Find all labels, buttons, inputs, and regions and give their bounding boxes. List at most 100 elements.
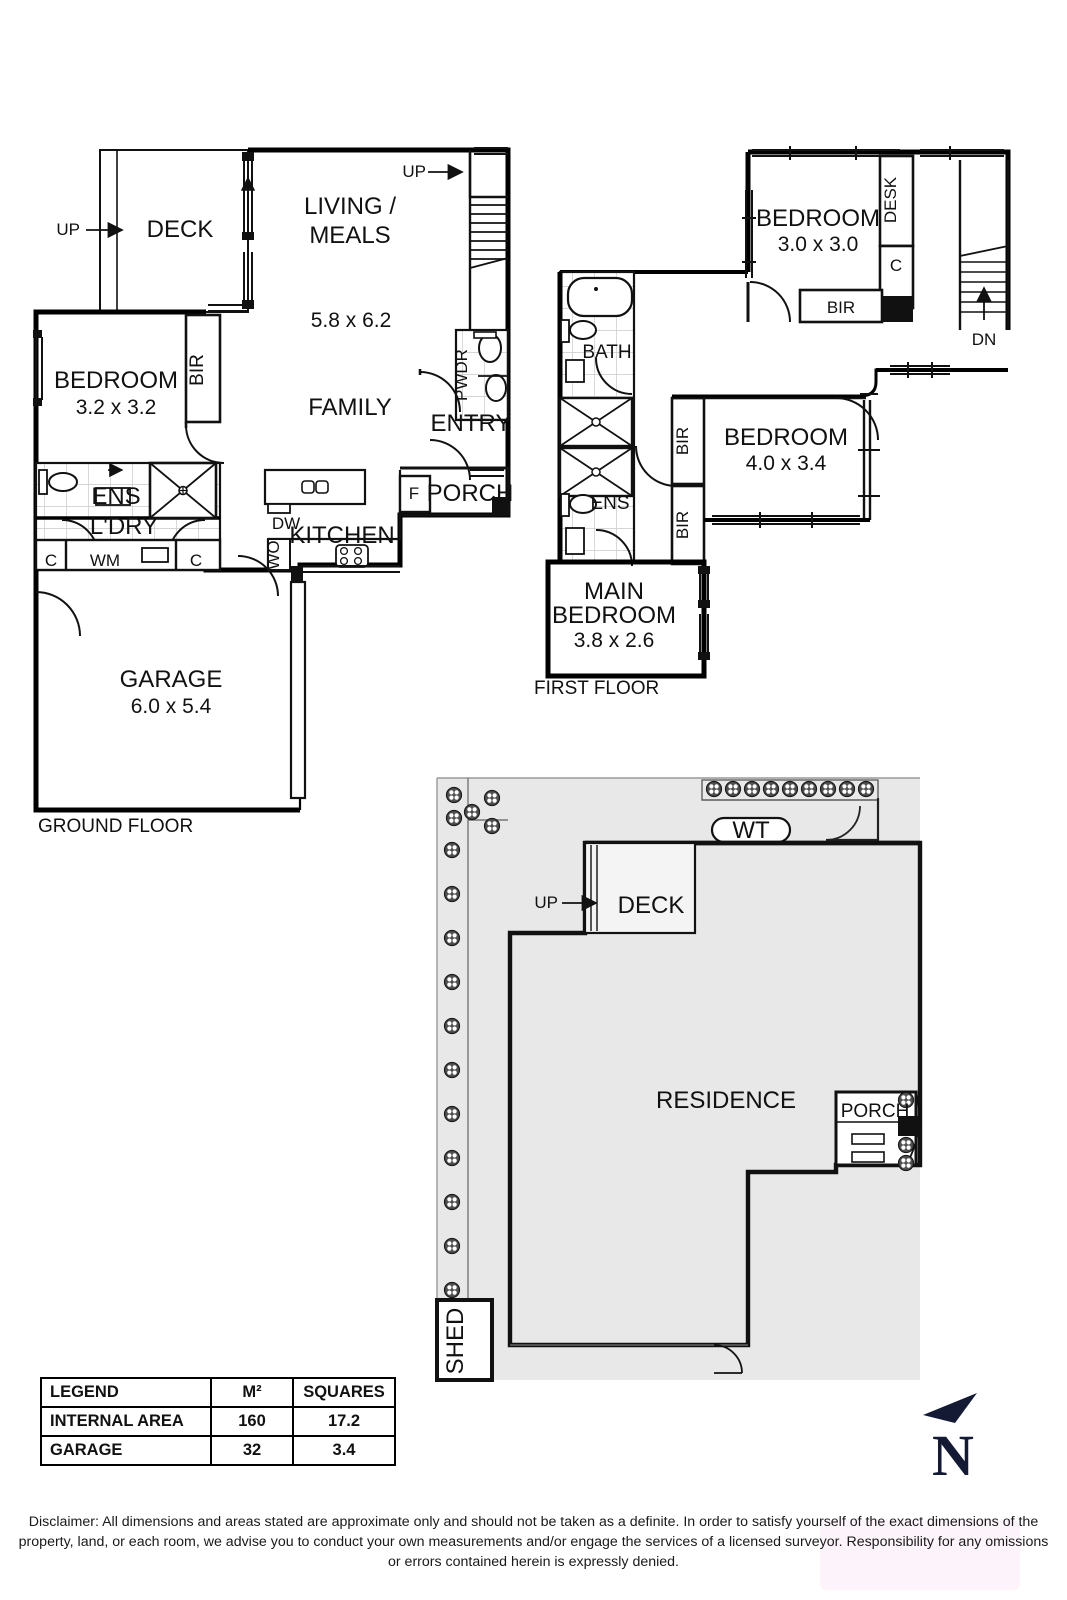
room-dim-main: 3.8 x 2.6 <box>574 629 655 652</box>
bir-label-bed4-lower: BIR <box>673 511 692 539</box>
site-label-up: UP <box>534 893 558 912</box>
legend-row-squares-1: 3.4 <box>292 1435 396 1466</box>
site-deck <box>583 841 697 935</box>
room-label-deck: DECK <box>147 216 214 243</box>
legend-header-label: LEGEND <box>40 1377 212 1408</box>
room-label-entry: ENTRY <box>431 410 512 437</box>
garage <box>33 566 307 813</box>
site-porch <box>834 1090 921 1172</box>
cupboard-label-left: C <box>45 551 57 570</box>
first-floor-plan: BEDROOM 3.0 x 3.0 BEDROOM 4.0 x 3.4 MAIN… <box>534 146 1011 699</box>
stairs-first-down <box>958 160 1010 330</box>
room-dim-bedroom-3x3: 3.0 x 3.0 <box>778 233 859 256</box>
toilet-bath <box>569 320 597 340</box>
legend-row-m2-0: 160 <box>210 1406 294 1437</box>
powder-room: PWDR <box>452 328 510 422</box>
washing-machine-label: WM <box>90 551 120 570</box>
shower-first-lower <box>558 446 634 498</box>
site-label-porch: PORCH <box>841 1101 910 1122</box>
bir-bed4-lower <box>670 484 706 566</box>
room-label-bedroom-ground: BEDROOM <box>54 367 178 394</box>
table-row: INTERNAL AREA 160 17.2 <box>40 1406 396 1437</box>
vanity-bath <box>565 359 585 383</box>
ground-floor-title: GROUND FLOOR <box>38 816 193 837</box>
legend-header-row: LEGEND M² SQUARES <box>40 1377 396 1408</box>
room-label-main: MAIN <box>584 578 644 605</box>
room-label-ldry: L'DRY <box>90 513 158 540</box>
pwdr-label: PWDR <box>452 349 471 401</box>
bir-label: BIR <box>187 354 208 386</box>
room-dim-bedroom-4x34: 4.0 x 3.4 <box>746 452 827 475</box>
watermark <box>820 1520 1020 1590</box>
vanity-ground-ens <box>95 487 131 506</box>
room-label-bedroom-3x3: BEDROOM <box>756 205 880 232</box>
bir-bed4-upper <box>670 396 706 486</box>
desk-label: DESK <box>881 176 900 223</box>
bir-bed3 <box>798 288 884 324</box>
room-label-meals: MEALS <box>309 222 390 249</box>
garage-door <box>289 580 307 800</box>
fridge-label: F <box>409 484 419 503</box>
wall-oven-unit <box>267 538 291 571</box>
legend-header-m2: M² <box>210 1377 294 1408</box>
laundry-units <box>34 538 222 572</box>
legend-row-squares-0: 17.2 <box>292 1406 396 1437</box>
basin-pwdr <box>485 374 507 402</box>
stairs-ground-up: UP <box>402 147 509 330</box>
toilet-first-ens <box>569 494 597 514</box>
ground-floor-plan: BIR <box>33 147 514 837</box>
table-row: GARAGE 32 3.4 <box>40 1435 396 1466</box>
cupboard-label-bed3: C <box>890 256 902 275</box>
stair-void-block <box>880 296 913 322</box>
room-label-ens-ground: ENS <box>91 483 140 510</box>
room-dim-bedroom-ground: 3.2 x 3.2 <box>76 396 157 419</box>
window-first-top <box>752 146 1004 160</box>
shower-ground <box>148 461 218 520</box>
porch-pier <box>492 497 510 515</box>
legend-table: LEGEND M² SQUARES INTERNAL AREA 160 17.2… <box>40 1377 396 1466</box>
north-arrow-icon <box>923 1393 977 1423</box>
room-label-kitchen: KITCHEN <box>289 522 394 549</box>
site-label-shed: SHED <box>442 1308 469 1375</box>
room-label-bath: BATH <box>582 342 631 363</box>
room-label-main-bedroom: BEDROOM <box>552 602 676 629</box>
dishwasher-label: DW <box>272 514 300 533</box>
bir-label-bed3: BIR <box>827 298 855 317</box>
up-label-deck: UP <box>56 220 80 239</box>
legend-header-squares: SQUARES <box>292 1377 396 1408</box>
disclaimer-text: Disclaimer: All dimensions and areas sta… <box>18 1514 1049 1571</box>
room-dim-garage: 6.0 x 5.4 <box>131 695 212 718</box>
cupboard-label-right: C <box>190 551 202 570</box>
room-label-bedroom-4x34: BEDROOM <box>724 424 848 451</box>
dn-label: DN <box>972 330 997 349</box>
vanity-first-ens <box>565 527 585 555</box>
porch-ground <box>400 466 510 517</box>
wall-oven-label: WO <box>264 540 283 569</box>
legend-row-label-1: GARAGE <box>40 1435 212 1466</box>
room-label-living: LIVING / <box>304 193 396 220</box>
legend-row-label-0: INTERNAL AREA <box>40 1406 212 1437</box>
window-kitchen <box>300 565 400 573</box>
kitchen-island <box>263 468 367 514</box>
up-label-ground: UP <box>402 162 426 181</box>
first-floor-title: FIRST FLOOR <box>534 678 659 699</box>
toilet-ground-ens <box>38 469 78 495</box>
shed <box>435 1298 494 1382</box>
window-ground-bedroom <box>33 330 43 406</box>
room-label-garage: GARAGE <box>120 666 223 693</box>
site-plan: RESIDENCE DECK PORCH SHED WT UP <box>435 777 923 1382</box>
room-dim-living: 5.8 x 6.2 <box>311 309 392 332</box>
main-bedroom-outline <box>545 559 710 679</box>
room-label-ens-first: ENS <box>590 493 629 514</box>
room-label-family: FAMILY <box>308 394 392 421</box>
shrub-row-top <box>705 780 875 798</box>
fridge-unit <box>398 474 432 514</box>
bir-label-bed4-upper: BIR <box>673 427 692 455</box>
compass-north: N <box>915 1375 1005 1485</box>
desk-and-cupboard <box>878 154 915 322</box>
window-living-south <box>208 304 248 312</box>
site-label-deck: DECK <box>618 892 685 919</box>
room-label-porch-ground: PORCH <box>427 480 514 507</box>
